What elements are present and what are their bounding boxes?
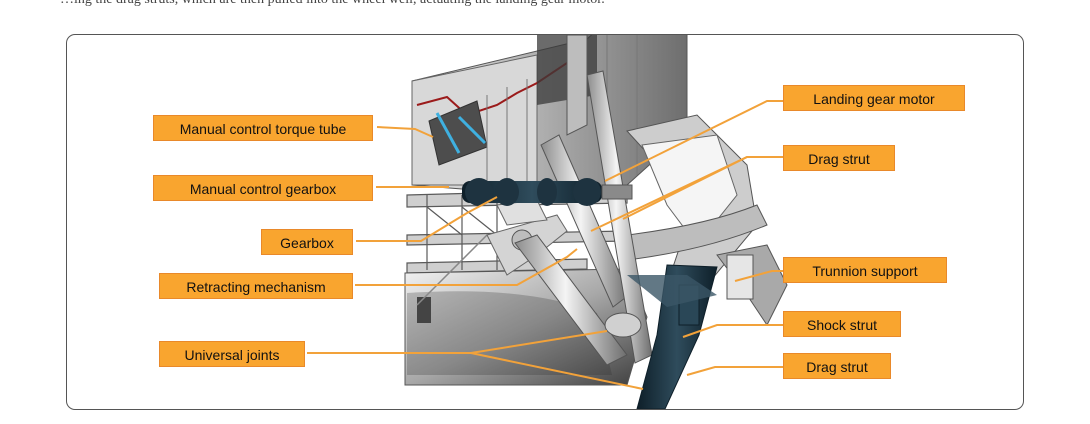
label-manual-control-gearbox: Manual control gearbox bbox=[153, 175, 373, 201]
wheel-well-panel bbox=[404, 234, 648, 386]
label-shock-strut: Shock strut bbox=[783, 311, 901, 337]
label-landing-gear-motor: Landing gear motor bbox=[783, 85, 965, 111]
label-universal-joints: Universal joints bbox=[159, 341, 305, 367]
label-retracting-mechanism: Retracting mechanism bbox=[159, 273, 353, 299]
landing-gear-illustration bbox=[307, 35, 788, 409]
label-drag-strut-lower: Drag strut bbox=[783, 353, 891, 379]
label-manual-control-torque-tube: Manual control torque tube bbox=[153, 115, 373, 141]
upper-structure bbox=[411, 35, 688, 196]
caption-fragment: …ing the drag struts, which are then pul… bbox=[0, 0, 1090, 12]
label-drag-strut-upper: Drag strut bbox=[783, 145, 895, 171]
shock-strut-graphic bbox=[627, 264, 718, 409]
caption-text: …ing the drag struts, which are then pul… bbox=[60, 0, 605, 8]
right-frame bbox=[626, 114, 788, 326]
label-gearbox: Gearbox bbox=[261, 229, 353, 255]
diagram-frame: Manual control torque tube Manual contro… bbox=[66, 34, 1024, 410]
leader-lines bbox=[307, 100, 783, 390]
label-trunnion-support: Trunnion support bbox=[783, 257, 947, 283]
